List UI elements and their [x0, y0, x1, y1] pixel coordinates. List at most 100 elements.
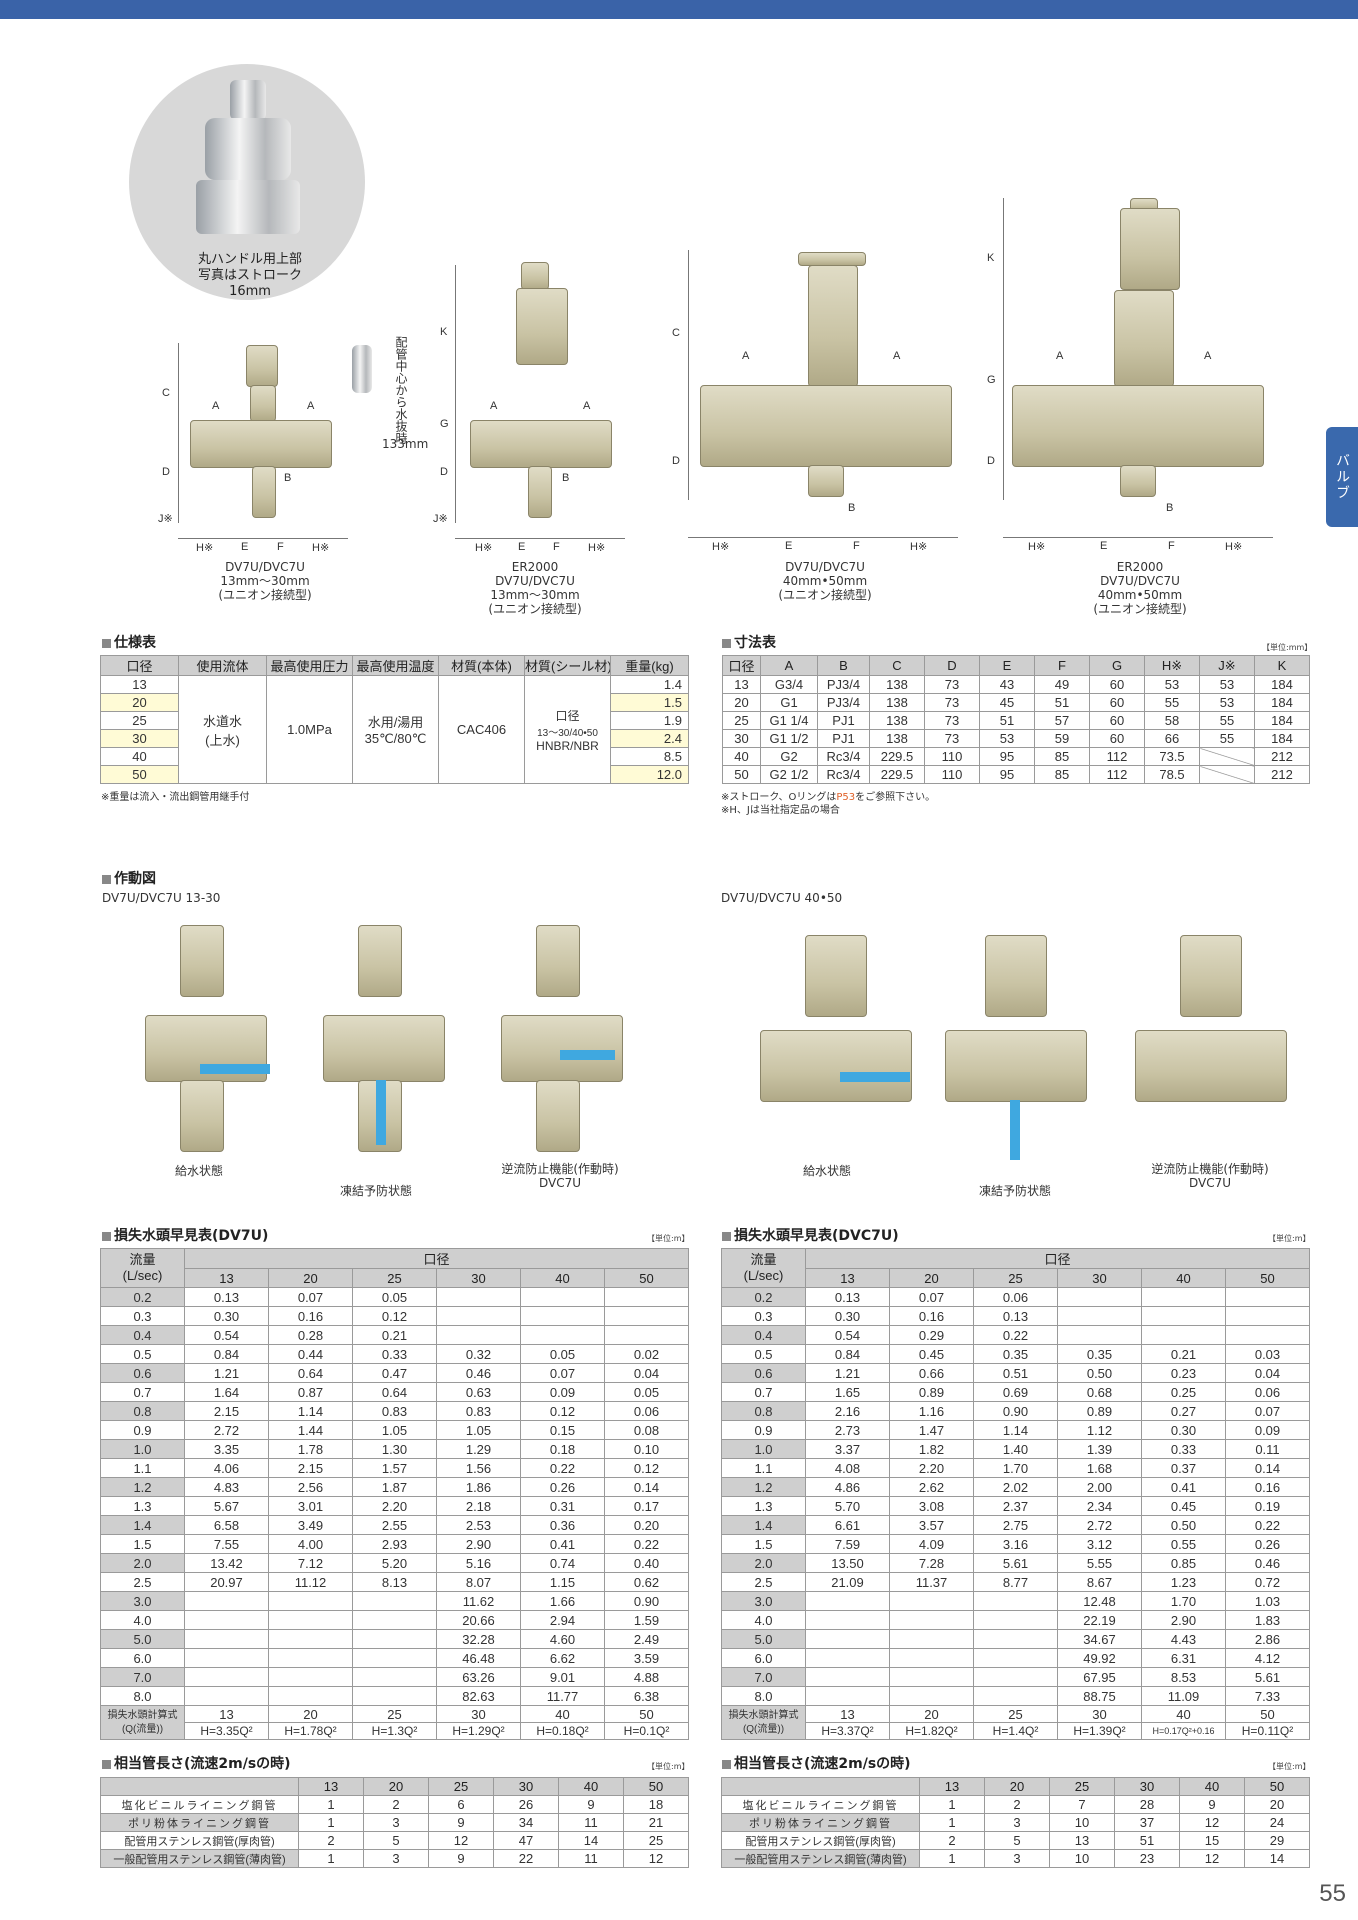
side-tab-valve[interactable]: バルブ: [1326, 427, 1358, 527]
loss-cell: 0.25: [1141, 1382, 1226, 1402]
spec-title: 仕様表: [102, 632, 156, 652]
loss-cell: 0.20: [603, 1515, 690, 1535]
loss-cell: 0.31: [520, 1496, 605, 1516]
loss-cell: 0.46: [1224, 1553, 1311, 1573]
dims-cell: 45: [979, 693, 1035, 712]
loss-cell: [436, 1287, 521, 1307]
dims-note-1: ※ストローク、OリングはP53をご参照下さい。: [721, 792, 936, 803]
length-cell: 2: [984, 1795, 1050, 1814]
drain-note-value: 133mm: [382, 437, 429, 451]
dims-cell: 138: [869, 693, 925, 712]
loss-cell: 3.01: [268, 1496, 353, 1516]
loss-cell: 0.64: [352, 1382, 437, 1402]
dims-cell: 112: [1089, 747, 1145, 766]
dims-cell: 73: [924, 693, 980, 712]
loss-cell: 3.37: [805, 1439, 890, 1459]
size-header: 25: [352, 1268, 437, 1288]
loss-cell: 0.45: [889, 1344, 974, 1364]
loss-cell: [805, 1667, 890, 1687]
valve-handle: [246, 345, 278, 387]
length-cell: 12: [1179, 1849, 1245, 1868]
length-cell: 9: [428, 1813, 494, 1832]
equiv-right-unit: 【単位:m】: [1268, 1762, 1311, 1771]
length-cell: 20: [1244, 1795, 1310, 1814]
length-cell: 3: [363, 1813, 429, 1832]
formula-cell: H=0.1Q²: [603, 1722, 690, 1740]
upper-part-photo-thread: [196, 180, 300, 234]
length-cell: 26: [493, 1795, 559, 1814]
dims-cell: G2 1/2: [760, 765, 818, 784]
formula-cell: H=1.78Q²: [268, 1722, 353, 1740]
flow-cell: 0.8: [721, 1401, 806, 1421]
op-state-backflow-right: 逆流防止機能(作動時)DVC7U: [1151, 1162, 1269, 1190]
flow-cell: 0.4: [100, 1325, 185, 1345]
loss-cell: 8.13: [352, 1572, 437, 1592]
loss-cell: 0.16: [1224, 1477, 1311, 1497]
loss-cell: 1.66: [520, 1591, 605, 1611]
pipe-type-cell: ポリ粉体ライニング鋼管: [721, 1813, 920, 1832]
loss-cell: 3.49: [268, 1515, 353, 1535]
dims-header: J※: [1199, 655, 1255, 676]
size-header: 30: [493, 1777, 559, 1796]
loss-cell: [889, 1610, 974, 1630]
length-cell: 1: [919, 1795, 985, 1814]
p53-link[interactable]: P53: [836, 792, 856, 803]
loss-cell: 2.49: [603, 1629, 690, 1649]
loss-cell: 5.70: [805, 1496, 890, 1516]
loss-cell: [1057, 1325, 1142, 1345]
valve-body: [190, 420, 332, 468]
size-header: 25: [1049, 1777, 1115, 1796]
loss-cell: 1.03: [1224, 1591, 1311, 1611]
dims-cell: 184: [1254, 729, 1310, 748]
loss-cell: [436, 1325, 521, 1345]
loss-cell: 1.21: [805, 1363, 890, 1383]
length-cell: 1: [298, 1849, 364, 1868]
loss-cell: [436, 1306, 521, 1326]
dims-cell: 53: [1199, 675, 1255, 694]
flow-cell: 1.0: [100, 1439, 185, 1459]
loss-cell: 1.82: [889, 1439, 974, 1459]
loss-cell: [973, 1648, 1058, 1668]
loss-cell: 8.53: [1141, 1667, 1226, 1687]
loss-cell: 6.38: [603, 1686, 690, 1706]
flow-cell: 0.9: [721, 1420, 806, 1440]
loss-cell: 3.16: [973, 1534, 1058, 1554]
loss-cell: 0.21: [1141, 1344, 1226, 1364]
loss-cell: [1224, 1306, 1311, 1326]
length-cell: 23: [1114, 1849, 1180, 1868]
size-header: 30: [436, 1268, 521, 1288]
loss-cell: 0.89: [1057, 1401, 1142, 1421]
spec-table: 口径使用流体最高使用圧力最高使用温度材質(本体)材質(シール材)重量(kg) 1…: [100, 655, 689, 784]
formula-cell: H=1.3Q²: [352, 1722, 437, 1740]
loss-cell: 0.16: [268, 1306, 353, 1326]
flow-cell: 1.2: [100, 1477, 185, 1497]
loss-cell: 1.14: [973, 1420, 1058, 1440]
flow-cell: 1.2: [721, 1477, 806, 1497]
loss-cell: 0.72: [1224, 1572, 1311, 1592]
flow-arrow: [200, 1064, 270, 1074]
flow-header: 流量(L/sec): [100, 1248, 185, 1288]
loss-cell: 21.09: [805, 1572, 890, 1592]
valve-handwheel: [798, 252, 866, 266]
size-header: 20: [363, 1777, 429, 1796]
size-header: 25: [428, 1777, 494, 1796]
flow-cell: 2.5: [100, 1572, 185, 1592]
dims-cell: G2: [760, 747, 818, 766]
loss-cell: 4.12: [1224, 1648, 1311, 1668]
flow-cell: 1.1: [721, 1458, 806, 1478]
loss-cell: 0.05: [352, 1287, 437, 1307]
loss-cell: 1.68: [1057, 1458, 1142, 1478]
flow-cell: 7.0: [721, 1667, 806, 1687]
loss-cell: [805, 1686, 890, 1706]
equiv-left-unit: 【単位:m】: [647, 1762, 690, 1771]
flow-arrow: [376, 1080, 386, 1145]
loss-cell: 1.87: [352, 1477, 437, 1497]
loss-cell: 1.23: [1141, 1572, 1226, 1592]
size-cell: 50: [603, 1705, 690, 1723]
